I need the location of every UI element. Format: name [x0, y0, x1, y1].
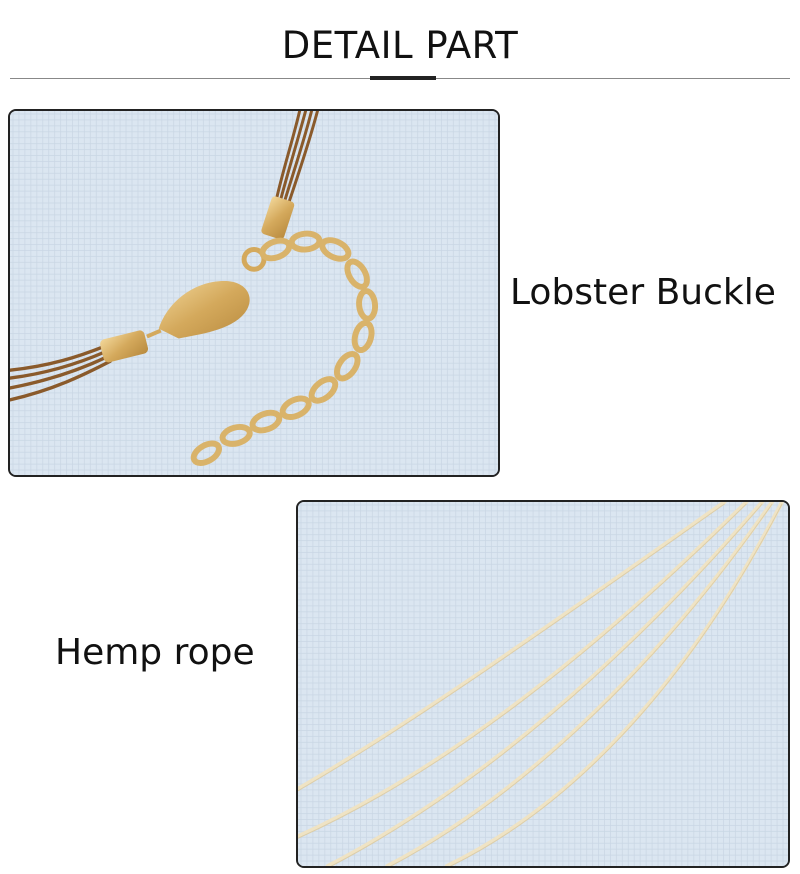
- lobster-clasp-photo: [8, 109, 500, 477]
- hemp-rope-illustration: [298, 502, 788, 866]
- page-title: DETAIL PART: [281, 24, 519, 67]
- lobster-clasp-illustration: [10, 111, 498, 475]
- hemp-rope-photo: [296, 500, 790, 868]
- title-accent-bar: [370, 76, 436, 80]
- hemp-rope-label: Hemp rope: [55, 632, 255, 673]
- lobster-buckle-label: Lobster Buckle: [510, 272, 776, 313]
